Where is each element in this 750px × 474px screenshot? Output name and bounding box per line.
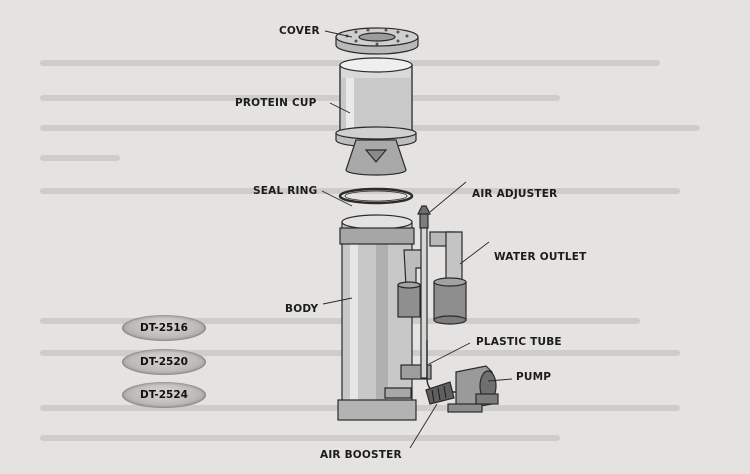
protein-cup-part (335, 57, 417, 176)
air-booster-leader (409, 403, 438, 449)
pump-leader (487, 378, 513, 382)
protein-cup-leader (329, 102, 351, 114)
plastic-tube-label: PLASTIC TUBE (476, 336, 562, 348)
seal-ring-label: SEAL RING (253, 185, 318, 197)
cover-leader (324, 30, 353, 38)
body-leader (322, 297, 353, 305)
body-part (337, 214, 432, 421)
air-adjuster-label: AIR ADJUSTER (472, 188, 558, 200)
seal-ring-part (338, 187, 414, 205)
water-outlet-label: WATER OUTLET (494, 251, 587, 263)
body-label: BODY (285, 303, 319, 315)
cover-label: COVER (279, 25, 320, 37)
model-badge-dt-2520: DT-2520 (122, 349, 206, 375)
model-badge-dt-2524: DT-2524 (122, 382, 206, 408)
air-booster-label: AIR BOOSTER (320, 449, 402, 461)
pump-label: PUMP (516, 371, 552, 383)
air-adjuster-part (417, 205, 431, 379)
air-adjuster-leader (429, 181, 467, 213)
air-booster-part (425, 381, 455, 405)
model-badge-dt-2516: DT-2516 (122, 315, 206, 341)
cover-part (335, 27, 419, 55)
seal-ring-leader (321, 190, 353, 207)
plastic-tube-leader (428, 342, 471, 365)
pump-part (447, 365, 499, 413)
protein-cup-label: PROTEIN CUP (235, 97, 317, 109)
water-outlet-leader (459, 241, 490, 265)
leader-lines (321, 30, 513, 449)
water-outlet-part (429, 231, 467, 325)
